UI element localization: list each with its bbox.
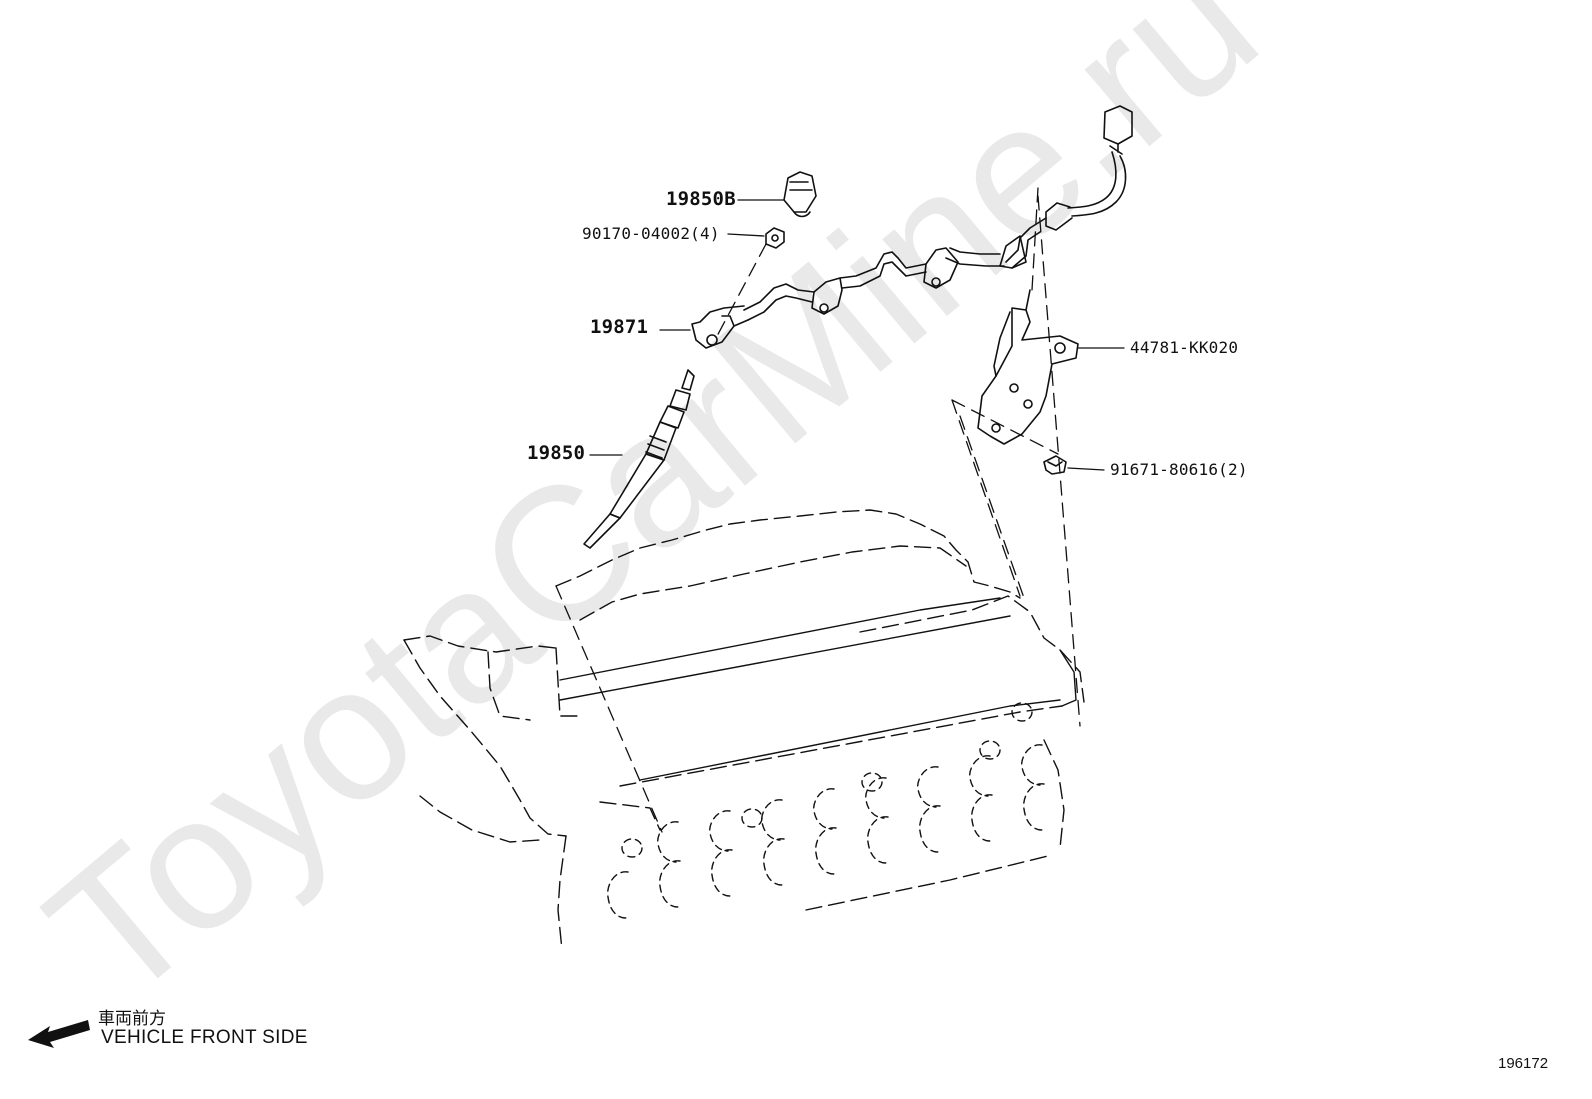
vehicle-front-arrow xyxy=(28,1020,90,1048)
cylinder-port xyxy=(815,827,837,875)
cylinder-port xyxy=(659,860,681,908)
cylinder-port xyxy=(761,799,783,841)
glow-plug-harness xyxy=(691,202,1073,349)
part-label-19850: 19850 xyxy=(527,442,586,464)
cylinder-port xyxy=(709,810,731,852)
vehicle-front-label-en: VEHICLE FRONT SIDE xyxy=(101,1027,308,1048)
glow-plug-hole xyxy=(741,808,763,828)
nut xyxy=(765,227,785,249)
harness-plug xyxy=(1067,105,1133,217)
cylinder-port xyxy=(867,816,889,864)
cylinder-port xyxy=(917,766,939,808)
cylinder-port xyxy=(1021,744,1043,786)
glow-plug-hole xyxy=(979,740,1001,760)
leader-lines xyxy=(589,199,1125,471)
cylinder-port xyxy=(919,805,941,853)
engine-head-edges xyxy=(559,597,1077,781)
part-label-19871: 19871 xyxy=(590,316,649,338)
cylinder-port xyxy=(607,871,629,919)
glow-plug-hole xyxy=(621,838,643,858)
cylinder-port xyxy=(711,849,733,897)
cylinder-port xyxy=(865,777,887,819)
bracket xyxy=(977,289,1079,445)
part-label-bolt: 91671-80616(2) xyxy=(1110,460,1248,479)
cylinder-port xyxy=(1023,783,1045,831)
glow-plug-hole xyxy=(1011,702,1033,722)
cylinder-port xyxy=(969,755,991,797)
engine-head xyxy=(403,509,1085,951)
bolt xyxy=(1043,455,1067,475)
part-label-bracket: 44781-KK020 xyxy=(1130,338,1239,357)
glow-plug xyxy=(583,369,695,549)
cylinder-port xyxy=(971,794,993,842)
glow-plug-boot xyxy=(783,171,817,218)
cylinder-port xyxy=(813,788,835,830)
cylinder-port xyxy=(657,821,679,863)
part-label-19850b: 19850B xyxy=(666,188,736,210)
glow-plug-hole xyxy=(861,772,883,792)
figure-number: 196172 xyxy=(1498,1055,1549,1072)
vehicle-front-label-jp: 車両前方 xyxy=(98,1009,166,1029)
cylinder-port xyxy=(763,838,785,886)
assembly-phantom-lines xyxy=(555,187,1081,833)
cylinder-ports xyxy=(607,702,1045,919)
part-label-nut: 90170-04002(4) xyxy=(582,224,720,243)
